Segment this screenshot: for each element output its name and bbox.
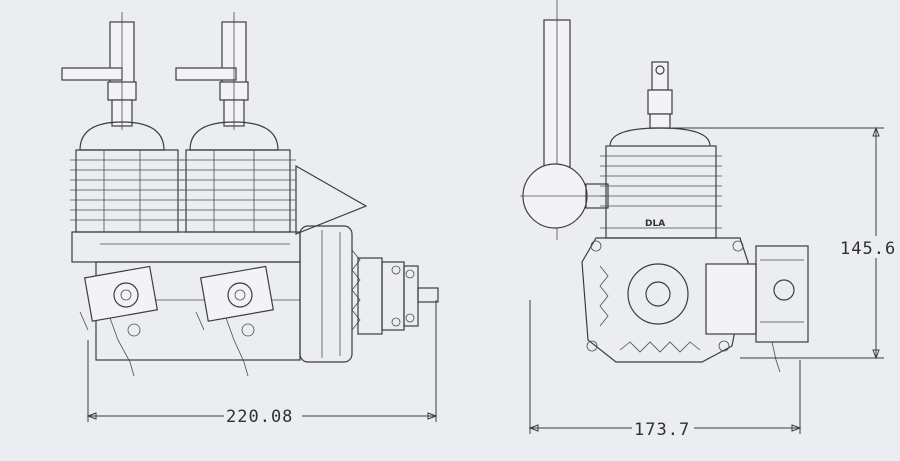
front-width-dimension	[86, 300, 438, 422]
front-width-label: 220.08	[226, 407, 293, 427]
cylinder-fins-right	[180, 149, 296, 233]
front-view	[61, 12, 439, 422]
cylinder-fins-left	[70, 149, 184, 233]
spark-plug	[647, 61, 673, 129]
engine-brand-label: DLA	[645, 219, 665, 229]
crankcase-upper	[71, 231, 301, 263]
carburetor-left	[79, 265, 158, 377]
flywheel-housing	[299, 225, 353, 363]
side-width-label: 173.7	[634, 420, 690, 440]
cooling-baffle	[295, 164, 368, 235]
side-view: DLA	[520, 0, 884, 434]
side-width-dimension	[528, 300, 802, 434]
exhaust-pipe-left	[61, 12, 137, 130]
side-carburetor	[705, 245, 809, 373]
side-crankcase	[581, 237, 749, 363]
cylinder-head-right	[189, 121, 279, 151]
side-height-label: 145.6	[840, 239, 896, 259]
carburetor-right	[195, 265, 274, 377]
prop-hub	[357, 257, 439, 335]
side-cylinder: DLA	[600, 127, 722, 239]
cylinder-head-left	[79, 121, 165, 151]
exhaust-pipe-right	[175, 12, 249, 130]
